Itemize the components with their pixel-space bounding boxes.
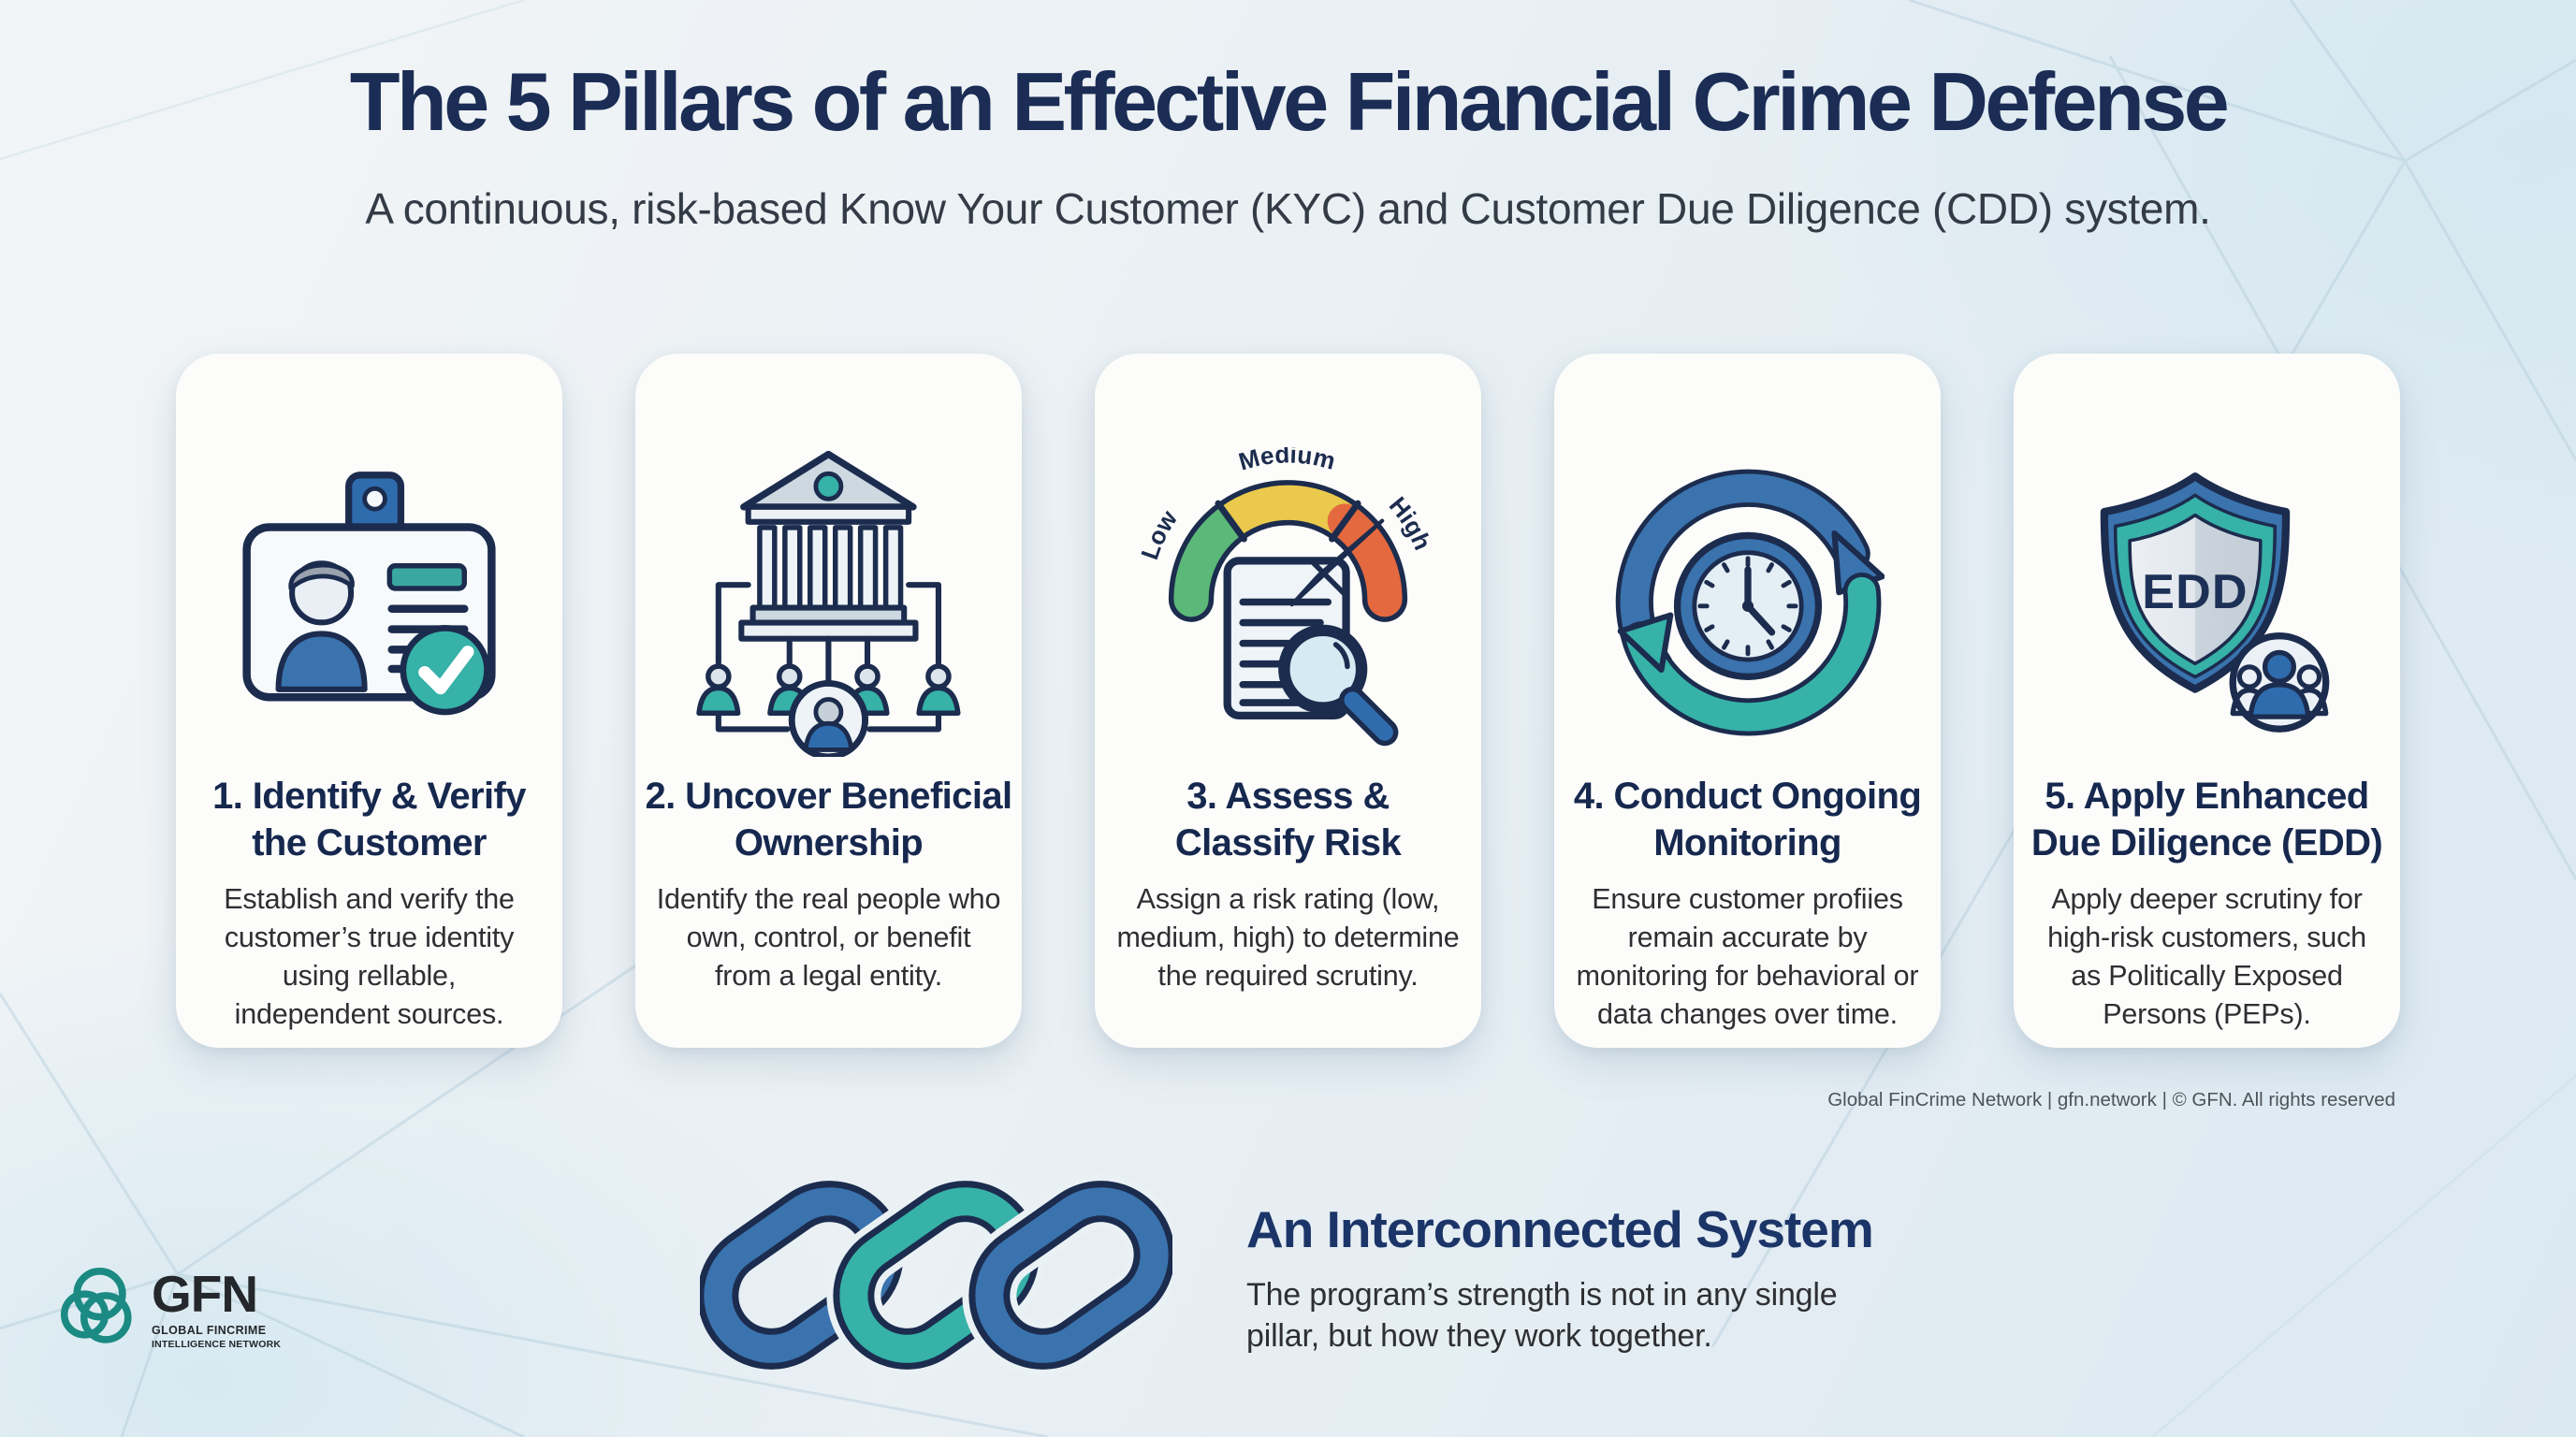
pillar-description: Assign a risk rating (low, medium, high)… [1116,883,1460,992]
pillar-description: Establish and verify the customer’s true… [224,883,515,1030]
page-title: The 5 Pillars of an Effective Financial … [349,55,2230,148]
pillar-description: Apply deeper scrutiny for high-risk cust… [2047,883,2366,1030]
gfn-logo: GFN GLOBAL FINCRIME INTELLIGENCE NETWORK [58,1265,281,1355]
footer-message: An Interconnected System The program’s s… [1246,1199,1874,1357]
pillar-title: 4. Conduct Ongoing Monitoring [1573,776,1922,864]
edd-shield-icon: EDD [2014,447,2400,756]
chain-link-blue-right [962,1174,1172,1376]
risk-gauge-document-icon: Low Medium High [1095,447,1481,756]
svg-text:Medium: Medium [1235,447,1338,476]
svg-text:EDD: EDD [2142,565,2249,619]
pillar-description: Ensure customer profiies remain accurate… [1576,883,1919,1030]
pillar-cards-row: 1. Identify & Verify the Customer Establ… [0,354,2576,1048]
pillar-card-ongoing-monitoring: 4. Conduct Ongoing Monitoring Ensure cus… [1554,354,1941,1048]
pillar-card-identify-verify: 1. Identify & Verify the Customer Establ… [176,354,562,1048]
pillar-title: 2. Uncover Beneficial Ownership [645,776,1012,864]
pillar-card-beneficial-ownership: 2. Uncover Beneficial Ownership Identify… [635,354,1022,1048]
pillar-title: 5. Apply Enhanced Due Diligence (EDD) [2030,776,2383,864]
attribution-line: Global FinCrime Network | gfn.network | … [1827,1089,2395,1110]
ongoing-monitoring-clock-icon [1554,447,1941,756]
pillar-description: Identify the real people who own, contro… [656,883,1001,992]
pillar-card-enhanced-due-diligence: EDD 5. Apply Enhanced Due Diligence (EDD… [2014,354,2400,1048]
gfn-logo-text: GFN GLOBAL FINCRIME INTELLIGENCE NETWORK [152,1265,282,1351]
svg-text:Low: Low [1135,504,1183,562]
pillar-title: 3. Assess & Classify Risk [1174,776,1402,864]
gfn-logo-abbr: GFN [152,1265,258,1323]
footer-heading: An Interconnected System [1246,1200,1874,1258]
id-card-verified-icon [176,447,562,756]
interlocked-links-icon [700,1158,1172,1392]
page-subtitle: A continuous, risk-based Know Your Custo… [365,184,2211,233]
gfn-logo-globe-icon [60,1268,132,1343]
pillar-card-assess-risk: Low Medium High [1095,354,1481,1048]
gfn-logo-line1: GLOBAL FINCRIME [152,1324,267,1337]
pillar-title: 1. Identify & Verify the Customer [212,776,526,864]
gfn-logo-line2: INTELLIGENCE NETWORK [152,1339,282,1350]
bank-beneficial-ownership-icon [635,447,1022,757]
footer-description: The program’s strength is not in any sin… [1246,1277,1838,1354]
